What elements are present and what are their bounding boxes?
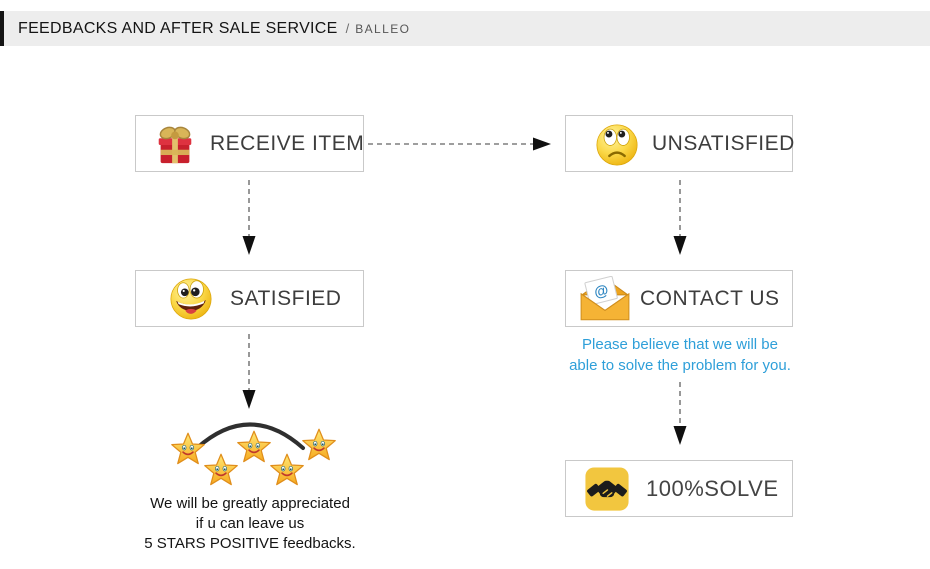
smiley-star-icon — [301, 427, 337, 463]
brand-name: BALLEO — [355, 21, 411, 36]
solve-label: 100%SOLVE — [646, 475, 779, 501]
arrow-contact-to-solve — [671, 380, 689, 455]
unsatisfied-box: UNSATISFIED — [565, 115, 795, 172]
arrow-satisfied-to-stars — [240, 332, 258, 417]
smiley-star-icon — [170, 431, 206, 467]
rating-note-line1: We will be greatly appreciated — [150, 495, 350, 512]
contact-note: Please believe that we will be able to s… — [556, 334, 804, 376]
happy-face-icon — [168, 276, 214, 322]
arrow-receive-to-unsatisfied — [367, 135, 555, 158]
header-accent-bar — [0, 11, 4, 46]
receive-item-label: RECEIVE ITEM — [210, 131, 365, 155]
gift-icon — [152, 121, 198, 167]
section-header: FEEDBACKS AND AFTER SALE SERVICE / BALLE… — [0, 11, 930, 46]
receive-item-box: RECEIVE ITEM — [135, 115, 364, 172]
title-separator: / — [345, 21, 350, 36]
solve-box: 100%SOLVE — [565, 460, 793, 517]
arc-decoration — [193, 417, 307, 458]
sad-face-icon — [594, 121, 640, 167]
svg-text:@: @ — [593, 282, 611, 301]
rating-note-line3: 5 STARS POSITIVE feedbacks. — [144, 535, 356, 552]
satisfied-label: SATISFIED — [230, 286, 342, 310]
arrow-receive-to-satisfied — [240, 178, 258, 263]
arrow-unsatisfied-to-contact — [671, 178, 689, 263]
contact-us-label: CONTACT US — [640, 286, 780, 310]
satisfied-box: SATISFIED — [135, 270, 364, 327]
contact-note-line2: able to solve the problem for you. — [569, 357, 791, 374]
section-title: FEEDBACKS AND AFTER SALE SERVICE — [18, 19, 338, 37]
handshake-icon — [584, 466, 630, 512]
smiley-star-icon — [236, 429, 272, 465]
rating-note: We will be greatly appreciated if u can … — [110, 494, 390, 554]
unsatisfied-label: UNSATISFIED — [652, 131, 795, 155]
contact-note-line1: Please believe that we will be — [582, 336, 778, 353]
contact-us-box: @ CONTACT US — [565, 270, 793, 327]
smiley-star-icon — [269, 452, 305, 488]
rating-note-line2: if u can leave us — [195, 515, 305, 532]
smiley-star-icon — [203, 452, 239, 488]
email-icon: @ — [578, 275, 632, 322]
